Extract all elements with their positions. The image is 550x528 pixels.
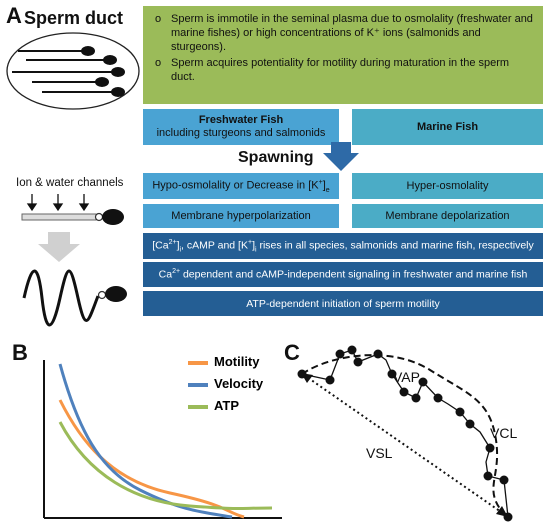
- panel-b-letter: B: [12, 340, 28, 365]
- vap-path: [301, 354, 509, 519]
- series-motility-line: [58, 399, 245, 519]
- legend-swatch-atp: [188, 405, 208, 409]
- vcl-points: [297, 345, 513, 522]
- sperm-duct-illustration: [6, 32, 140, 110]
- marine-fish-box: Marine Fish: [352, 109, 543, 145]
- legend-label-motility: Motility: [214, 354, 260, 369]
- series-velocity-line: [58, 363, 233, 519]
- panel-c-trajectory: [297, 345, 513, 522]
- ion-channels-label: Ion & water channels: [16, 177, 124, 189]
- ca-camp-rise-box: [Ca2+]i, cAMP and [K+]i rises in all spe…: [143, 233, 543, 259]
- panel-a-letter: A: [6, 3, 22, 28]
- vsl-line: [303, 374, 505, 515]
- info-bullet-2: o Sperm acquires potentiality for motili…: [155, 57, 510, 83]
- legend-swatch-velocity: [188, 383, 208, 387]
- panel-c-letter: C: [284, 340, 300, 365]
- atp-initiation-text: ATP-dependent initiation of sperm motili…: [246, 297, 440, 310]
- ca-signaling-box: Ca2+ dependent and cAMP-independent sign…: [143, 262, 543, 287]
- ca-signaling-text: Ca2+ dependent and cAMP-independent sign…: [158, 268, 528, 281]
- marine-title: Marine Fish: [416, 121, 479, 133]
- atp-initiation-box: ATP-dependent initiation of sperm motili…: [143, 291, 543, 316]
- freshwater-membrane-text: Membrane hyperpolarization: [171, 210, 311, 222]
- legend-label-velocity: Velocity: [214, 376, 264, 391]
- info-bullet-1: o Sperm is immotile in the seminal plasm…: [155, 13, 533, 53]
- freshwater-fish-box: Freshwater Fish including sturgeons and …: [143, 109, 339, 145]
- sperm-channels-illustration: [21, 194, 127, 327]
- vap-label: VAP: [393, 369, 420, 385]
- legend-label-atp: ATP: [214, 398, 240, 413]
- marine-osmolality-box: Hyper-osmolality: [352, 173, 543, 199]
- series-atp-line: [58, 421, 273, 510]
- freshwater-membrane-box: Membrane hyperpolarization: [143, 204, 339, 228]
- freshwater-title: Freshwater Fish: [198, 114, 284, 126]
- marine-membrane-text: Membrane depolarization: [385, 210, 510, 222]
- panel-b-chart: [43, 360, 282, 519]
- ca-camp-rise-text: [Ca2+]i, cAMP and [K+]i rises in all spe…: [152, 238, 534, 254]
- spawning-label: Spawning: [238, 149, 314, 166]
- spawning-arrow-icon: [323, 142, 359, 171]
- sperm-duct-title: Sperm duct: [24, 8, 124, 28]
- freshwater-osmolality-text: Hypo-osmolality or Decrease in [K+]e: [152, 178, 330, 194]
- vsl-label: VSL: [366, 445, 393, 461]
- legend-swatch-motility: [188, 361, 208, 365]
- marine-osmolality-text: Hyper-osmolality: [406, 180, 489, 192]
- freshwater-osmolality-box: Hypo-osmolality or Decrease in [K+]e: [143, 173, 339, 199]
- freshwater-subtitle: including sturgeons and salmonids: [156, 127, 326, 139]
- marine-membrane-box: Membrane depolarization: [352, 204, 543, 228]
- sperm-info-box: o Sperm is immotile in the seminal plasm…: [143, 6, 543, 104]
- vcl-label: VCL: [490, 425, 518, 441]
